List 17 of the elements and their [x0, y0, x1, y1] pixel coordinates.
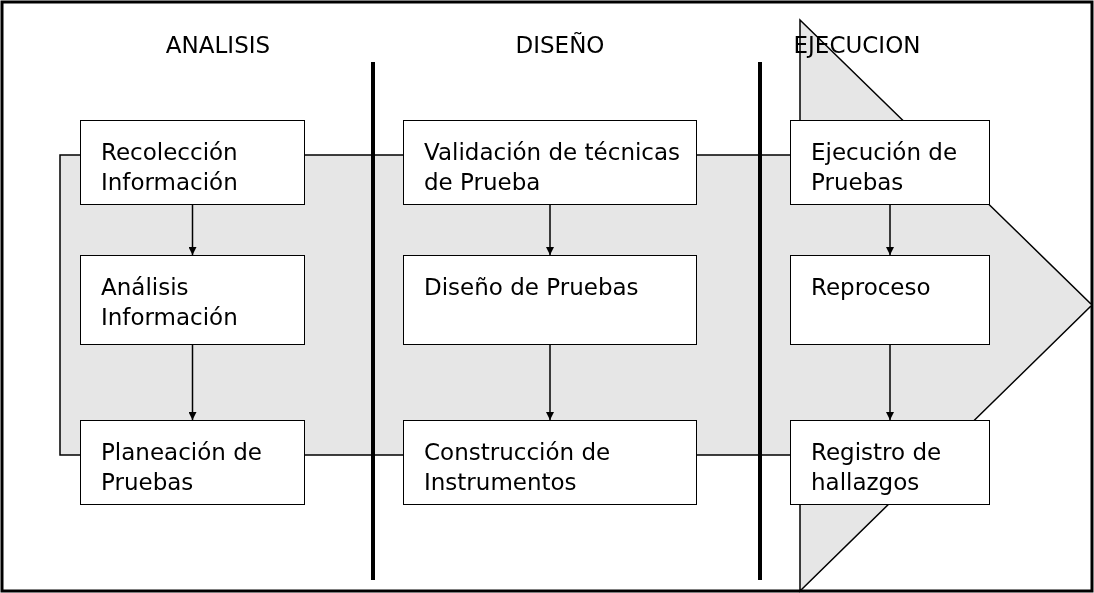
process-box: Ejecución de Pruebas — [790, 120, 990, 205]
process-box: Construcción de Instrumentos — [403, 420, 697, 505]
phase-heading: DISEÑO — [515, 32, 605, 58]
process-box: Recolección Información — [80, 120, 305, 205]
process-box: Planeación de Pruebas — [80, 420, 305, 505]
arrow — [546, 344, 554, 421]
process-box: Registro de hallazgos — [790, 420, 990, 505]
arrow — [188, 204, 197, 256]
arrow — [546, 204, 554, 256]
arrow — [886, 344, 894, 421]
process-box: Análisis Información — [80, 255, 305, 345]
process-box: Diseño de Pruebas — [403, 255, 697, 345]
phase-heading: ANALISIS — [165, 32, 271, 58]
process-box: Validación de técnicas de Prueba — [403, 120, 697, 205]
arrow — [886, 204, 894, 256]
arrow — [188, 344, 197, 421]
process-box: Reproceso — [790, 255, 990, 345]
